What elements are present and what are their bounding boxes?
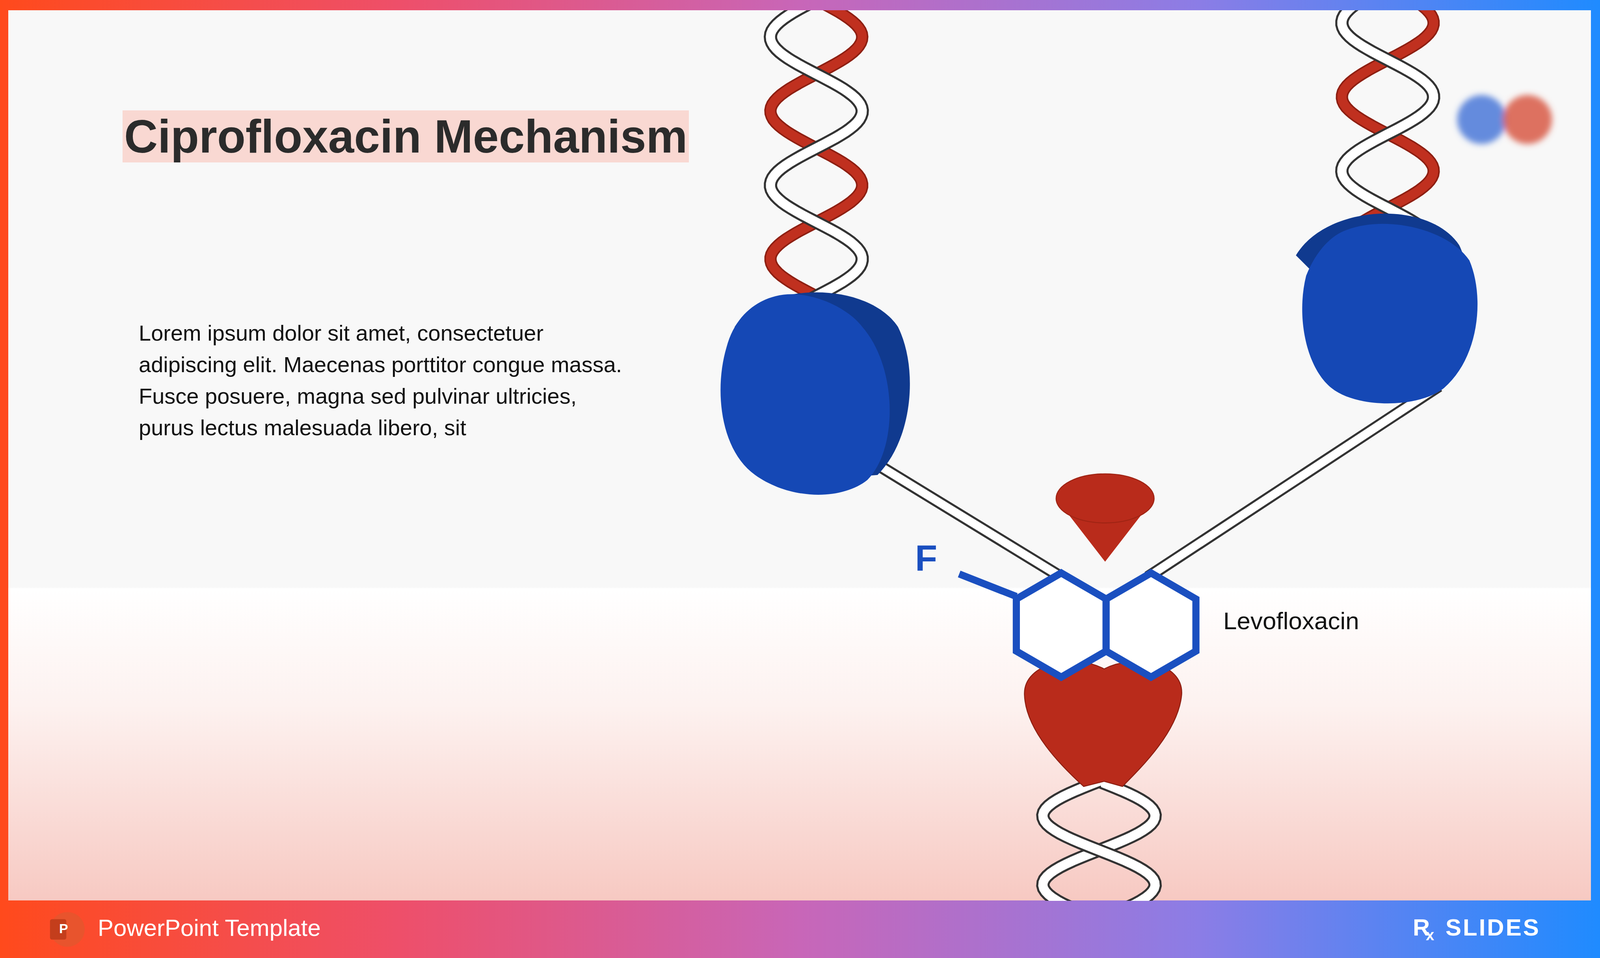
dna-strand bbox=[1042, 781, 1156, 901]
decor-dots bbox=[1457, 94, 1553, 144]
slide-title: Ciprofloxacin Mechanism bbox=[122, 110, 689, 163]
dna-strand bbox=[1042, 781, 1156, 901]
dna-strand-diagonal bbox=[877, 385, 1439, 577]
quinolone-rings bbox=[959, 572, 1197, 677]
logo-letter: x bbox=[1425, 926, 1435, 944]
gyrase-subunit-left bbox=[720, 292, 910, 495]
footer-text: PowerPoint Template bbox=[97, 913, 321, 942]
logo-word: SLIDES bbox=[1445, 913, 1541, 942]
gyrase-subunit-right bbox=[1295, 213, 1478, 404]
dna-strand bbox=[1042, 781, 1156, 901]
body-text: Lorem ipsum dolor sit amet, consectetuer… bbox=[138, 317, 632, 444]
powerpoint-icon-letter: P bbox=[59, 920, 69, 936]
powerpoint-icon bbox=[50, 911, 85, 947]
dna-strand bbox=[1042, 781, 1156, 901]
dna-strand bbox=[770, 10, 863, 337]
dna-strand bbox=[770, 10, 863, 337]
dna-strand bbox=[770, 10, 863, 337]
dna-strand bbox=[770, 10, 863, 337]
topoisomerase-subunit bbox=[1024, 661, 1182, 787]
drug-cone bbox=[1056, 473, 1155, 562]
drug-label: Levofloxacin bbox=[1223, 604, 1360, 637]
fluorine-label: F bbox=[915, 537, 938, 578]
